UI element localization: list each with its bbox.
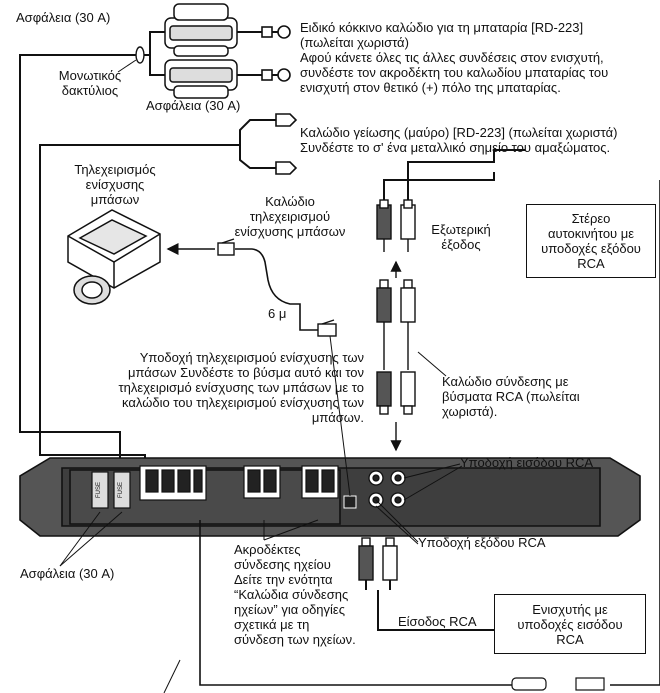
remote-lead-wire bbox=[199, 180, 660, 686]
amp-speaker-terminal-right bbox=[301, 465, 339, 499]
label-battery-cable: Ειδικό κόκκινο καλώδιο για τη μπαταρία [… bbox=[300, 20, 609, 95]
amp-fuse-tag-1: FUSE bbox=[96, 482, 102, 498]
rca-plug-pair-2 bbox=[376, 279, 416, 370]
label-rca-cable: Καλώδιο σύνδεσης με βύσματα RCA (πωλείτα… bbox=[442, 374, 580, 419]
rca-plug-pair-4 bbox=[358, 537, 398, 581]
label-ground-cable: Καλώδιο γείωσης (μαύρο) [RD-223] (πωλείτ… bbox=[300, 125, 618, 155]
rca-cable-leader bbox=[417, 351, 447, 377]
label-insulating-ring: Μονωτικός δακτύλιος bbox=[58, 68, 122, 98]
amp-fuse-slot-1 bbox=[91, 471, 109, 509]
fuse-bottom-leaders bbox=[59, 511, 123, 567]
insulating-ring-leader bbox=[117, 59, 137, 73]
bass-remote-plug-right bbox=[317, 319, 337, 337]
rca-plug-pair-3 bbox=[376, 371, 416, 415]
ring-terminal-lower bbox=[261, 68, 291, 82]
amp-fuse-slot-2 bbox=[113, 471, 131, 509]
rca-cable-upper bbox=[383, 149, 525, 200]
rca-input-cable bbox=[365, 580, 494, 631]
amp-power-terminals bbox=[139, 465, 207, 501]
car-stereo-box: Στέρεο αυτοκινήτου με υποδοχές εξόδου RC… bbox=[526, 204, 656, 278]
label-bass-remote: Τηλεχειρισμός ενίσχυσης μπάσων bbox=[74, 162, 156, 207]
amp-bass-remote-jack bbox=[343, 495, 357, 509]
speaker-terminal-leaders bbox=[263, 519, 319, 541]
label-cable-length: 6 μ bbox=[268, 306, 287, 321]
label-bass-remote-jack: Υποδοχή τηλεχειρισμού ενίσχυσης των μπάσ… bbox=[118, 350, 364, 425]
ground-cable bbox=[39, 119, 285, 460]
ground-terminal-lower bbox=[275, 161, 298, 175]
bass-remote-plug-left bbox=[217, 238, 235, 256]
remote-lead-leader bbox=[163, 659, 181, 693]
label-rca-input-jack: Υποδοχή εισόδου RCA bbox=[460, 455, 594, 470]
label-fuse-top: Ασφάλεια (30 A) bbox=[16, 10, 111, 25]
rca-plug-pair-1 bbox=[376, 199, 416, 252]
insulating-ring bbox=[135, 46, 145, 64]
rca-jack-leaders bbox=[375, 463, 463, 545]
ground-terminal-upper bbox=[275, 113, 298, 127]
amp-speaker-terminal-left bbox=[243, 465, 281, 499]
label-external-output: Εξωτερική έξοδος bbox=[431, 222, 491, 252]
bass-remote-unit bbox=[67, 209, 161, 305]
amp-with-rca-box: Ενισχυτής με υποδοχές εισόδου RCA bbox=[494, 594, 646, 654]
label-fuse-middle: Ασφάλεια (30 A) bbox=[146, 98, 241, 113]
fuse-holder-upper bbox=[164, 3, 238, 57]
label-fuse-bottom: Ασφάλεια (30 A) bbox=[20, 566, 115, 581]
bass-remote-cable bbox=[235, 248, 318, 331]
label-rca-output-jack: Υποδοχή εξόδου RCA bbox=[418, 535, 546, 550]
ring-terminal-upper bbox=[261, 25, 291, 39]
amp-fuse-tag-2: FUSE bbox=[118, 482, 124, 498]
label-rca-input: Είσοδος RCA bbox=[398, 614, 477, 629]
bass-remote-jack-leader bbox=[329, 335, 351, 497]
remote-lead-connectors bbox=[511, 677, 605, 691]
fuse-holder-lower bbox=[164, 59, 238, 99]
label-bass-remote-cable: Καλώδιο τηλεχειρισμού ενίσχυσης μπάσων bbox=[234, 194, 346, 239]
label-speaker-terminals: Ακροδέκτες σύνδεσης ηχείου Δείτε την ενό… bbox=[234, 542, 356, 647]
